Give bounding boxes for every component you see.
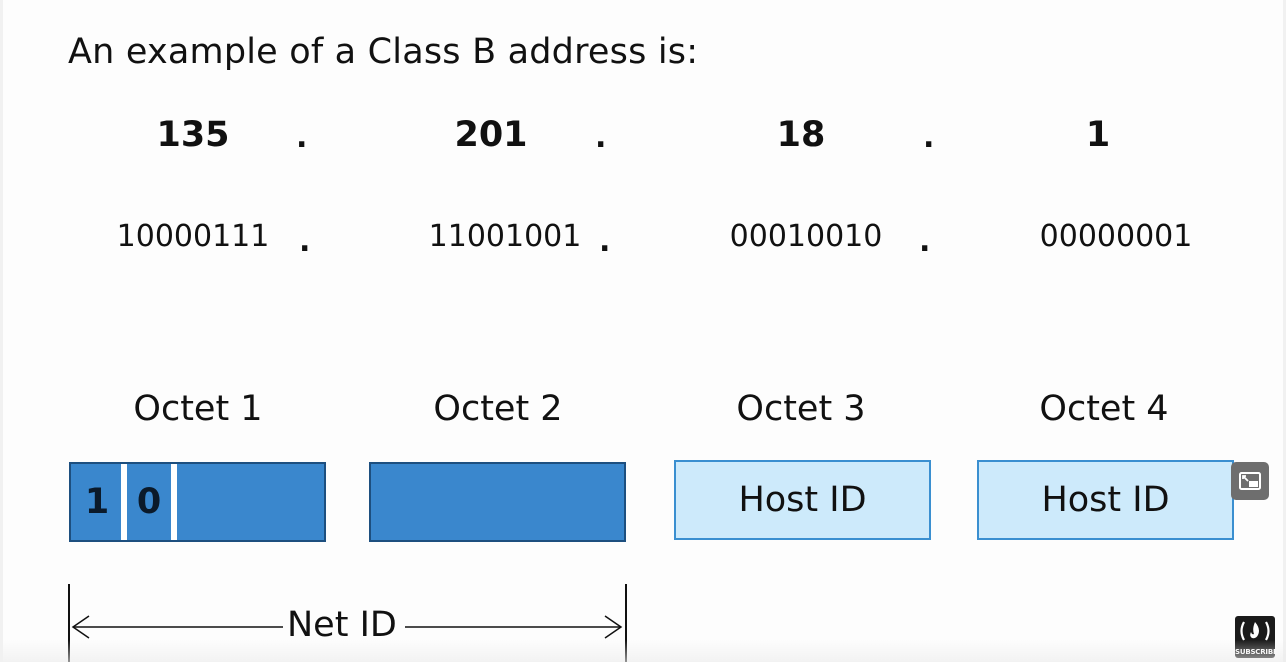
picture-in-picture-icon: [1239, 472, 1261, 490]
octet-3-host-box: Host ID: [674, 460, 931, 540]
bit-divider-1: [121, 464, 127, 540]
decimal-separator-2: .: [595, 120, 607, 155]
net-id-label: Net ID: [283, 602, 401, 648]
subscribe-badge[interactable]: SUBSCRIBE: [1235, 616, 1278, 658]
binary-octet-3: 00010010: [729, 219, 883, 254]
octet-4-host-box: Host ID: [977, 460, 1234, 540]
net-id-right-arrowhead: [604, 615, 623, 639]
octet-2-network-box: [369, 462, 626, 542]
decimal-separator-1: .: [296, 120, 308, 155]
class-bit-1: 1: [84, 482, 110, 522]
class-bit-2: 0: [136, 482, 162, 522]
binary-separator-1: .: [299, 224, 311, 259]
binary-octet-2: 11001001: [428, 219, 582, 254]
subscribe-label: SUBSCRIBE: [1235, 648, 1278, 656]
octet-label-2: Octet 2: [433, 389, 563, 429]
decimal-octet-2: 201: [454, 115, 528, 155]
decimal-octet-4: 1: [1085, 115, 1111, 155]
freecodecamp-logo-icon: [1240, 621, 1270, 641]
host-id-label-1: Host ID: [738, 480, 867, 520]
binary-separator-2: .: [599, 224, 611, 259]
octet-label-1: Octet 1: [133, 389, 263, 429]
decimal-octet-1: 135: [156, 115, 230, 155]
decimal-separator-3: .: [923, 120, 935, 155]
binary-separator-3: .: [919, 224, 931, 259]
picture-in-picture-button[interactable]: [1231, 462, 1269, 500]
binary-octet-4: 00000001: [1039, 219, 1193, 254]
slide-heading: An example of a Class B address is:: [68, 32, 699, 72]
octet-1-network-box: 1 0: [69, 462, 326, 542]
octet-label-4: Octet 4: [1039, 389, 1169, 429]
bit-divider-2: [171, 464, 177, 540]
net-id-left-arrowhead: [71, 615, 90, 639]
binary-octet-1: 10000111: [116, 219, 270, 254]
host-id-label-2: Host ID: [1041, 480, 1170, 520]
decimal-octet-3: 18: [776, 115, 826, 155]
octet-label-3: Octet 3: [736, 389, 866, 429]
